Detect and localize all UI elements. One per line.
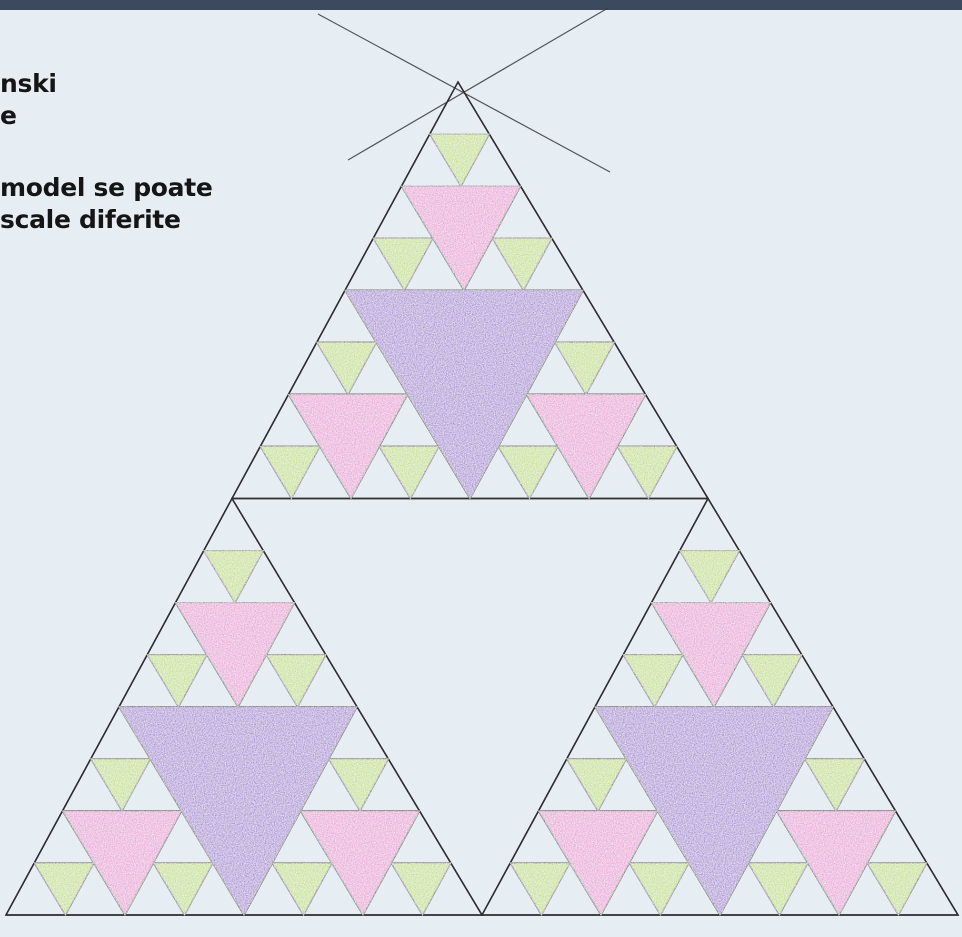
small-green-triangle <box>430 134 490 186</box>
small-green-triangle <box>391 863 451 915</box>
small-green-triangle <box>204 551 263 603</box>
small-green-triangle <box>805 759 865 811</box>
small-green-triangle <box>623 655 683 707</box>
outline-triangle <box>204 499 263 551</box>
small-green-triangle <box>317 342 377 394</box>
outline-triangle <box>430 82 490 134</box>
small-green-triangle <box>91 759 151 811</box>
small-green-triangle <box>510 863 570 915</box>
small-green-triangle <box>329 759 389 811</box>
small-green-triangle <box>153 863 213 915</box>
small-green-triangle <box>555 342 615 394</box>
small-green-triangle <box>680 551 740 603</box>
small-green-triangle <box>629 863 689 915</box>
small-green-triangle <box>742 655 802 707</box>
small-green-triangle <box>266 655 326 707</box>
colored-triangles <box>34 134 927 915</box>
small-green-triangle <box>567 759 627 811</box>
small-green-triangle <box>272 863 332 915</box>
small-green-triangle <box>617 446 677 498</box>
small-green-triangle <box>373 238 433 290</box>
small-green-triangle <box>147 655 207 707</box>
small-green-triangle <box>748 863 808 915</box>
small-green-triangle <box>492 238 552 290</box>
small-green-triangle <box>867 863 927 915</box>
small-green-triangle <box>379 446 439 498</box>
small-green-triangle <box>498 446 558 498</box>
outline-triangle <box>680 499 740 551</box>
small-green-triangle <box>34 863 94 915</box>
small-green-triangle <box>260 446 320 498</box>
